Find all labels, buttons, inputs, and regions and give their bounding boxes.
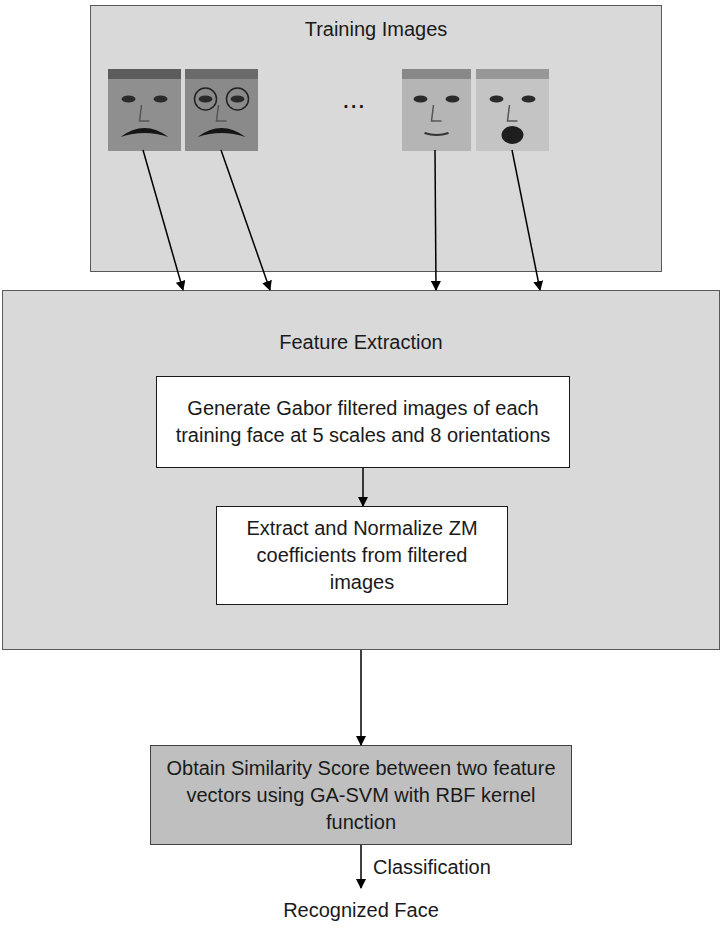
eye	[199, 96, 213, 103]
face-photo	[476, 69, 549, 151]
glasses	[227, 88, 249, 110]
feature-panel: Feature ExtractionGenerate Gabor filtere…	[2, 290, 720, 650]
face-photo	[108, 69, 181, 151]
eye	[414, 96, 428, 103]
panel-title: Training Images	[91, 16, 661, 43]
face-photo	[185, 69, 258, 151]
face-photo	[402, 69, 471, 151]
mouth	[425, 133, 449, 135]
eye	[154, 96, 168, 103]
arrow-connector	[362, 468, 364, 506]
edge-label: Classification	[371, 855, 493, 879]
ellipsis-mark: ...	[342, 82, 365, 116]
panel-title: Feature Extraction	[3, 329, 719, 356]
process-box: Generate Gabor filtered images of each t…	[156, 376, 570, 468]
hair	[476, 69, 549, 79]
node-text: Extract and Normalize ZM coefficients fr…	[231, 515, 493, 596]
node-text: Obtain Similarity Score between two feat…	[165, 755, 557, 836]
mouth	[502, 126, 524, 144]
eye	[231, 96, 245, 103]
hair	[108, 69, 181, 79]
eye	[446, 96, 460, 103]
arrow-connector	[360, 845, 362, 888]
glasses	[195, 88, 217, 110]
hair	[185, 69, 258, 79]
nose	[508, 105, 518, 121]
input-panel: Training Images	[90, 5, 662, 272]
eye	[122, 96, 136, 103]
nose	[432, 105, 442, 121]
process-box: Extract and Normalize ZM coefficients fr…	[216, 506, 508, 605]
nose	[217, 105, 227, 121]
nose	[140, 105, 150, 121]
result-text: Recognized Face	[236, 888, 486, 933]
mustache	[198, 128, 246, 137]
arrow-connector	[435, 150, 436, 290]
eye	[522, 96, 536, 103]
node-text: Generate Gabor filtered images of each t…	[171, 395, 555, 449]
hair	[402, 69, 471, 79]
classifier-box: Obtain Similarity Score between two feat…	[150, 745, 572, 845]
node-text: Recognized Face	[283, 897, 439, 924]
mustache	[121, 128, 169, 137]
face-images	[91, 6, 663, 273]
arrow-connector	[360, 650, 362, 745]
eye	[490, 96, 504, 103]
